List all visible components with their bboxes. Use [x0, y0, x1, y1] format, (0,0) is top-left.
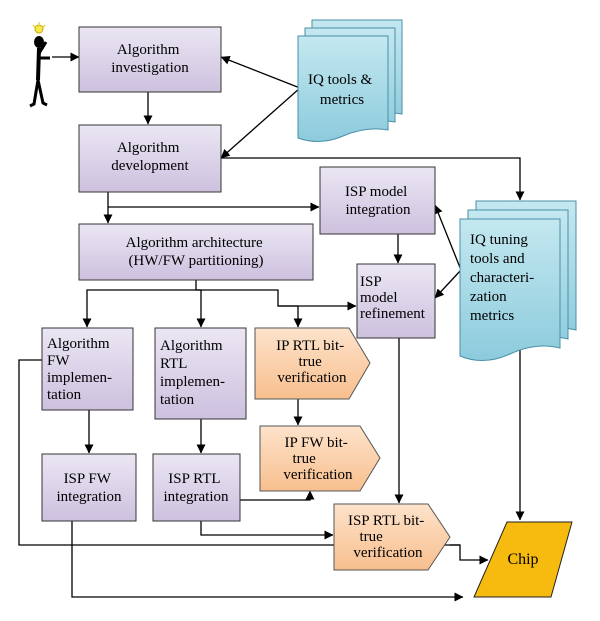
algorithm-architecture-box[interactable]: Algorithm architecture (HW/FW partitioni… [78, 223, 314, 281]
isp-fw-integration-label: ISP FW integration [57, 471, 122, 505]
edges [18, 52, 525, 602]
person-icon [29, 22, 50, 108]
algorithm-development-label: Algorithm development [111, 140, 189, 174]
isp-rtl-verification-pentagon[interactable]: ISP RTL bit- true verification [333, 503, 451, 571]
edge-architecture-to-rtlimpl [196, 289, 206, 328]
chip-label: Chip [507, 551, 538, 568]
algorithm-fw-implementation-box[interactable]: Algorithm FW implemen- tation [41, 327, 134, 411]
algorithm-investigation-label: Algorithm investigation [111, 42, 189, 76]
algorithm-rtl-implementation-label: Algorithm RTL implemen- tation [160, 338, 229, 408]
algorithm-fw-implementation-label: Algorithm FW implemen- tation [47, 336, 116, 403]
iq-tools-metrics-label: IQ tools & metrics [308, 72, 376, 108]
edge-isprtl-to-isprtlver [200, 521, 334, 540]
ip-fw-verification-pentagon[interactable]: IP FW bit- true verification [259, 425, 381, 492]
algorithm-development-box[interactable]: Algorithm development [78, 124, 222, 193]
iq-tools-metrics-doc[interactable]: IQ tools & metrics [297, 19, 403, 142]
isp-rtl-integration-box[interactable]: ISP RTL integration [152, 453, 241, 522]
isp-model-refinement-box[interactable]: ISP model refinement [356, 263, 436, 339]
edge-development-to-iqtuning [221, 157, 525, 201]
edge-iqtools-investigation [220, 55, 301, 89]
isp-model-integration-box[interactable]: ISP model integration [319, 166, 436, 235]
algorithm-rtl-implementation-box[interactable]: Algorithm RTL implemen- tation [154, 327, 247, 420]
edge-architecture-to-iprtl [278, 305, 303, 328]
ip-rtl-verification-label: IP RTL bit- true verification [276, 338, 348, 386]
isp-rtl-verification-label: ISP RTL bit- true verification [348, 513, 428, 561]
iq-tuning-tools-doc[interactable]: IQ tuning tools and characteri- zation m… [459, 200, 577, 361]
isp-fw-integration-box[interactable]: ISP FW integration [41, 453, 137, 522]
algorithm-investigation-box[interactable]: Algorithm investigation [78, 26, 222, 93]
edge-isprtl-to-ipfw [240, 490, 315, 501]
chip-node[interactable]: Chip [473, 521, 573, 598]
edge-architecture-to-fwimpl [82, 289, 196, 328]
edge-architecture-to-refinement [195, 280, 357, 311]
edge-iqtools-development [220, 87, 301, 159]
edge-ispfw-to-chip [71, 521, 464, 602]
ip-rtl-verification-pentagon[interactable]: IP RTL bit- true verification [254, 327, 371, 400]
lightbulb-icon [34, 24, 44, 34]
iq-tuning-tools-label: IQ tuning tools and characteri- zation m… [470, 232, 538, 324]
ip-fw-verification-label: IP FW bit- true verification [283, 435, 353, 483]
isp-model-integration-label: ISP model integration [345, 184, 411, 218]
edge-iqtuning-refinement [434, 269, 462, 299]
edge-iqtuning-ispmodel [433, 204, 462, 271]
edge-fwimpl-to-chip [18, 359, 489, 565]
isp-model-refinement-label: ISP model refinement [360, 274, 426, 322]
isp-rtl-integration-label: ISP RTL integration [164, 471, 229, 505]
algorithm-architecture-label: Algorithm architecture (HW/FW partitioni… [126, 235, 267, 269]
